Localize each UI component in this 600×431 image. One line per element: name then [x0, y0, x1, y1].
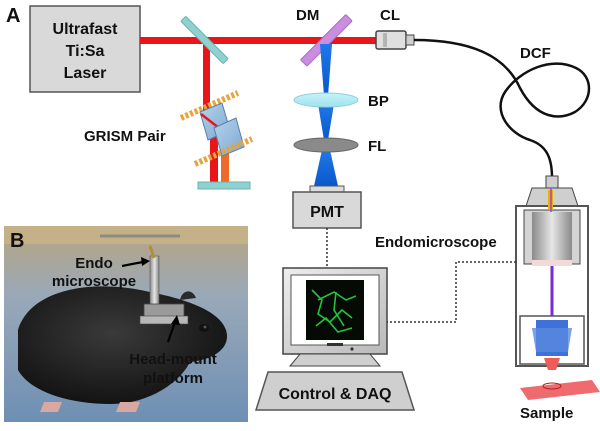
pmt-box	[292, 191, 362, 229]
dcf-label: DCF	[520, 45, 551, 62]
laser-label-line2: Ti:Sa	[66, 43, 105, 60]
coupling-lens	[375, 30, 415, 50]
mount-label-line2: platform	[143, 370, 203, 387]
panel-a-label: A	[6, 5, 20, 27]
mount-arrow	[166, 321, 177, 343]
mount-label-line1: Head-mount	[129, 351, 217, 368]
laser-label-line1: Ultrafast	[53, 21, 119, 38]
double-clad-fiber	[413, 38, 591, 179]
retro-mirror	[197, 181, 251, 190]
panel-b-label: B	[10, 230, 24, 252]
endo-label-line2: microscope	[52, 273, 136, 290]
laser-box	[29, 5, 141, 93]
sample-tissue	[520, 380, 600, 400]
emission-beam-lower	[314, 150, 338, 186]
mouse-photo	[4, 226, 248, 422]
cl-label: CL	[380, 7, 400, 24]
endo-arrow-head	[141, 257, 150, 266]
laser-label-line3: Laser	[64, 65, 107, 82]
pmt-window	[309, 185, 345, 193]
dichroic-mirror	[300, 14, 353, 67]
control-label: Control & DAQ	[279, 386, 392, 403]
emission-beam-middle	[318, 104, 334, 140]
control-daq-base	[254, 371, 416, 411]
emission-beam-upper	[320, 44, 332, 96]
excitation-beam-down	[203, 40, 210, 125]
endoscope-cable	[386, 261, 516, 323]
dm-label: DM	[296, 7, 319, 24]
pmt-label: PMT	[310, 204, 344, 221]
fl-label: FL	[368, 138, 386, 155]
excitation-beam-dispersed	[221, 132, 229, 182]
excitation-beam-main	[140, 37, 376, 44]
endomicroscope-probe	[515, 175, 589, 370]
endo-arrow	[121, 260, 144, 268]
control-monitor	[282, 267, 388, 367]
pickoff-mirror	[180, 16, 229, 64]
mount-arrow-head	[171, 315, 180, 325]
focusing-lens	[293, 137, 359, 153]
sample-label: Sample	[520, 405, 573, 422]
endo-label-line1: Endo	[75, 255, 113, 272]
bp-label: BP	[368, 93, 389, 110]
grism-pair	[179, 90, 254, 167]
excitation-beam-return	[210, 118, 218, 182]
bandpass-filter	[293, 92, 359, 108]
grism-label: GRISM Pair	[84, 128, 166, 145]
endomicroscope-label: Endomicroscope	[375, 234, 497, 251]
